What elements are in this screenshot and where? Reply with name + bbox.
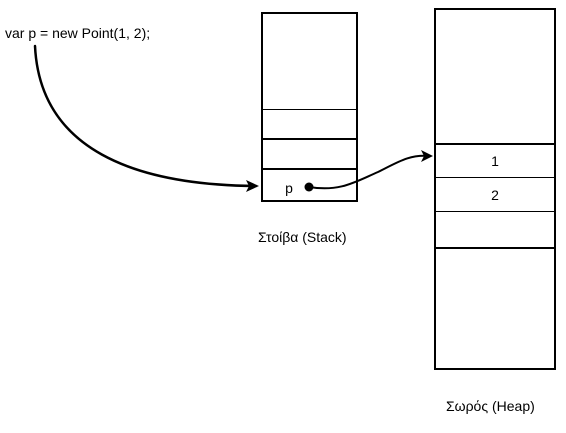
heap-value-1: 1 — [491, 153, 499, 169]
stack-to-heap-arrowhead — [421, 150, 433, 162]
code-to-stack-arrowhead — [246, 180, 259, 192]
stack-caption: Στοίβα (Stack) — [258, 229, 347, 245]
heap-divider — [436, 143, 554, 145]
heap-divider — [436, 211, 554, 212]
stack-box: p — [261, 12, 358, 202]
stack-divider — [263, 138, 356, 140]
code-statement: var p = new Point(1, 2); — [5, 25, 151, 41]
heap-value-2: 2 — [491, 187, 499, 203]
stack-divider — [263, 168, 356, 170]
heap-divider — [436, 177, 554, 178]
stack-variable-p: p — [285, 180, 293, 196]
heap-divider — [436, 247, 554, 249]
code-to-stack-arrow — [33, 44, 258, 188]
stack-divider — [263, 109, 356, 110]
heap-box: 1 2 — [434, 8, 556, 370]
heap-caption: Σωρός (Heap) — [446, 398, 535, 414]
